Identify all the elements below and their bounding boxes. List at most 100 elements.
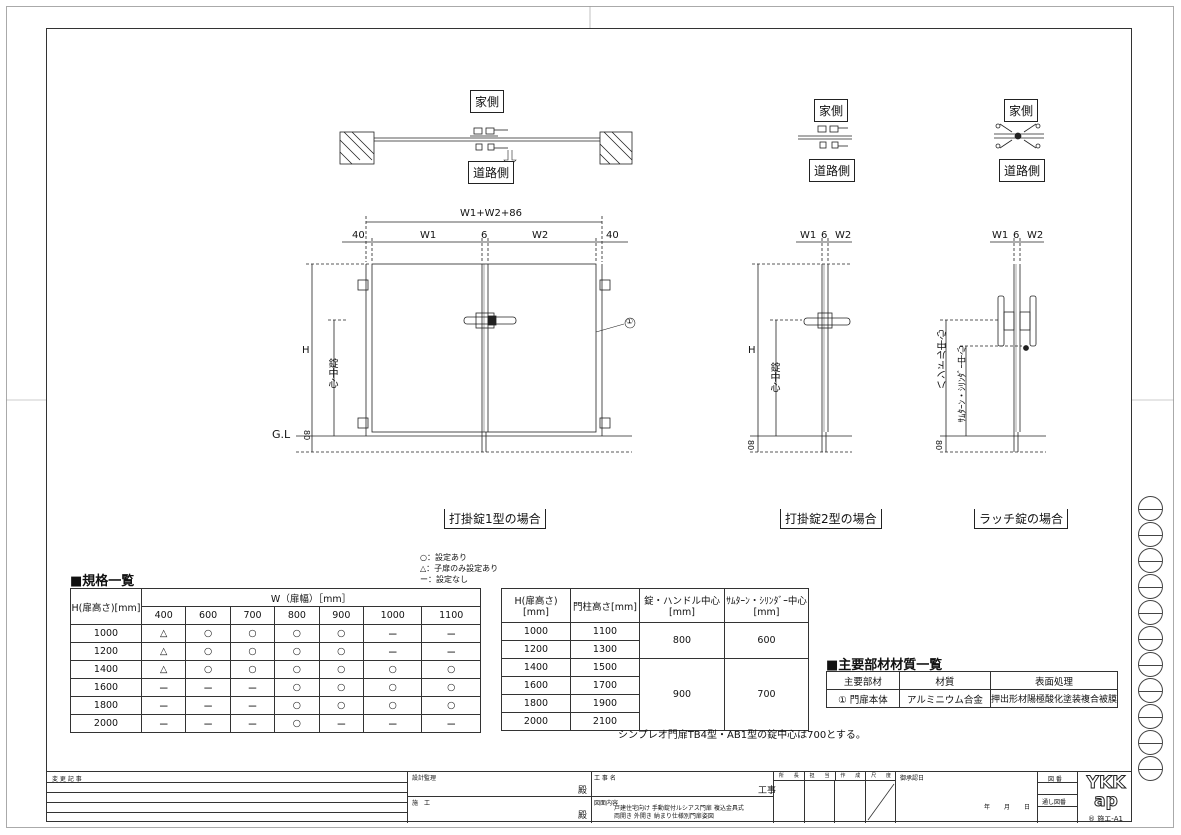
- table-cell: ー: [421, 642, 481, 661]
- revision-mark: [1138, 704, 1163, 729]
- spec-table: H(扉高さ)[mm] W（扉幅）［mm］ 400 600 700 800 900…: [70, 588, 481, 733]
- table-cell: ○: [318, 660, 365, 679]
- handle-center-label: ハンドル中心: [938, 330, 949, 390]
- row-header-cell: 1200: [70, 642, 142, 661]
- house-side-label-1: 家側: [470, 90, 505, 113]
- table-cell: 1700: [570, 676, 640, 695]
- stamp-char: 長: [793, 773, 799, 779]
- ykk-ap-logo: YKK ap: [1086, 773, 1126, 811]
- road-side-label-3: 道路側: [999, 159, 1046, 182]
- table-cell: ○: [318, 624, 365, 643]
- sheet-code: ® 施エ-A1: [1088, 815, 1123, 823]
- table-cell: ○: [274, 660, 320, 679]
- table-cell: ① 門扉本体: [826, 689, 900, 708]
- table-cell: ○: [318, 642, 365, 661]
- gap-dim-3: 6: [1013, 230, 1020, 241]
- drawing-number-area: 図 番 通し図番: [1038, 772, 1078, 823]
- table-cell: ○: [421, 696, 481, 715]
- table-cell: ー: [185, 678, 231, 697]
- house-side-label-2: 家側: [814, 99, 849, 122]
- table-cell: 2000: [501, 712, 571, 731]
- spec-row-header: H(扉高さ)[mm]: [70, 588, 142, 625]
- stamp-char: 所: [778, 773, 784, 779]
- table-row: 1000 △ ○ ○ ○ ○ ー ー: [70, 624, 481, 643]
- table-cell: ○: [185, 642, 231, 661]
- table-cell: ー: [229, 678, 276, 697]
- supervisor-area: 設計監理 殿 施 工 殿: [408, 772, 592, 823]
- revision-mark: [1138, 574, 1163, 599]
- col-header: 1000: [363, 606, 423, 625]
- col-header: 900: [318, 606, 365, 625]
- w2-dim-2: W2: [835, 230, 852, 241]
- table-cell: ○: [363, 696, 423, 715]
- table-cell: ○: [274, 696, 320, 715]
- revision-mark: [1138, 652, 1163, 677]
- table-row: 1400 △ ○ ○ ○ ○ ○ ○: [70, 660, 481, 679]
- table-cell: ○: [421, 660, 481, 679]
- drawing-border: [46, 28, 1132, 822]
- thumbturn-center-label: ｻﾑﾀｰﾝ・ｼﾘﾝﾀﾞｰ中心: [958, 346, 968, 423]
- table-cell: ○: [185, 660, 231, 679]
- table-cell: 1500: [570, 658, 640, 677]
- honorific-2: 殿: [578, 811, 588, 821]
- revision-mark: [1138, 496, 1163, 521]
- row-header-cell: 1800: [70, 696, 142, 715]
- table-row: 2000 2100: [501, 712, 809, 731]
- spec-legend: ○：設定あり △：子扉のみ設定あり ー：設定なし: [420, 552, 498, 585]
- table-cell: ー: [363, 642, 423, 661]
- table-cell: アルミニウム合金: [898, 689, 991, 708]
- materials-table: 主要部材 材質 表面処理 ① 門扉本体 アルミニウム合金 押出形材陽極酸化塗装複…: [826, 671, 1119, 708]
- table-row: 2000 ー ー ー ○ ー ー ー: [70, 714, 481, 733]
- caption-latch-type2: 打掛錠2型の場合: [780, 509, 882, 529]
- day-label: 日: [1024, 804, 1031, 811]
- project-suffix: 工事: [758, 786, 777, 796]
- construction-label: 施 工: [412, 800, 431, 807]
- table-cell: 1300: [570, 640, 640, 659]
- col-header: 400: [140, 606, 187, 625]
- height-dim: H: [302, 345, 310, 356]
- ground-line-label: G.L: [272, 428, 291, 441]
- project-area: 工 事 名 工事 図面内容 戸建住宅向け 手動錠付ルシアス門扉 複込金具式 両開…: [592, 772, 777, 823]
- stamp-char: 尺: [871, 773, 877, 779]
- revision-mark: [1138, 678, 1163, 703]
- revision-mark: [1138, 522, 1163, 547]
- overall-width-dim: W1+W2+86: [460, 208, 522, 219]
- gap-dim: 6: [481, 230, 488, 241]
- plan-view-2: [798, 125, 852, 149]
- table-cell: 900: [639, 658, 725, 731]
- table-cell: ー: [185, 714, 231, 733]
- house-side-label-3: 家側: [1004, 99, 1039, 122]
- stamp-char: 担: [809, 773, 815, 779]
- revision-mark: [1138, 626, 1163, 651]
- table-cell: 700: [724, 658, 809, 731]
- table-cell: ○: [229, 624, 276, 643]
- height-col-header: H(扉高さ)[mm]: [501, 588, 571, 623]
- thumbturn-col-header: ｻﾑﾀｰﾝ・ｼﾘﾝﾀﾞｰ中心[mm]: [724, 588, 809, 623]
- table-cell: ○: [274, 642, 320, 661]
- table-cell: ○: [274, 624, 320, 643]
- project-label: 工 事 名: [594, 775, 616, 782]
- lock-center-label: 錠中心: [326, 358, 337, 388]
- lock-center-label-2: 錠中心: [768, 362, 779, 392]
- finish-col-header: 表面処理: [989, 671, 1119, 690]
- table-row: 1200 △ ○ ○ ○ ○ ー ー: [70, 642, 481, 661]
- caption-latch-type1: 打掛錠1型の場合: [444, 509, 546, 529]
- table-cell: ○: [229, 660, 276, 679]
- honorific-1: 殿: [578, 786, 588, 796]
- table-cell: 1100: [570, 622, 640, 641]
- table-cell: ー: [421, 624, 481, 643]
- materials-title: ■主要部材材質一覧: [826, 658, 943, 673]
- table-row: 1400 1500 900 700: [501, 658, 809, 731]
- post-col-header: 門柱高さ[mm]: [570, 588, 640, 623]
- table-cell: ー: [229, 696, 276, 715]
- below-ground-dim-2: 80: [746, 440, 755, 451]
- table-cell: 1600: [501, 676, 571, 695]
- drawing-content-label: 図面内容: [594, 800, 619, 807]
- change-log-label: 変 更 記 事: [52, 776, 82, 783]
- table-cell: 1900: [570, 694, 640, 713]
- table-cell: △: [140, 660, 187, 679]
- table-cell: 800: [639, 622, 725, 659]
- table-row: 1200 1300: [501, 640, 809, 659]
- height-table: H(扉高さ)[mm] 門柱高さ[mm] 錠・ハンドル中心[mm] ｻﾑﾀｰﾝ・ｼ…: [501, 588, 809, 731]
